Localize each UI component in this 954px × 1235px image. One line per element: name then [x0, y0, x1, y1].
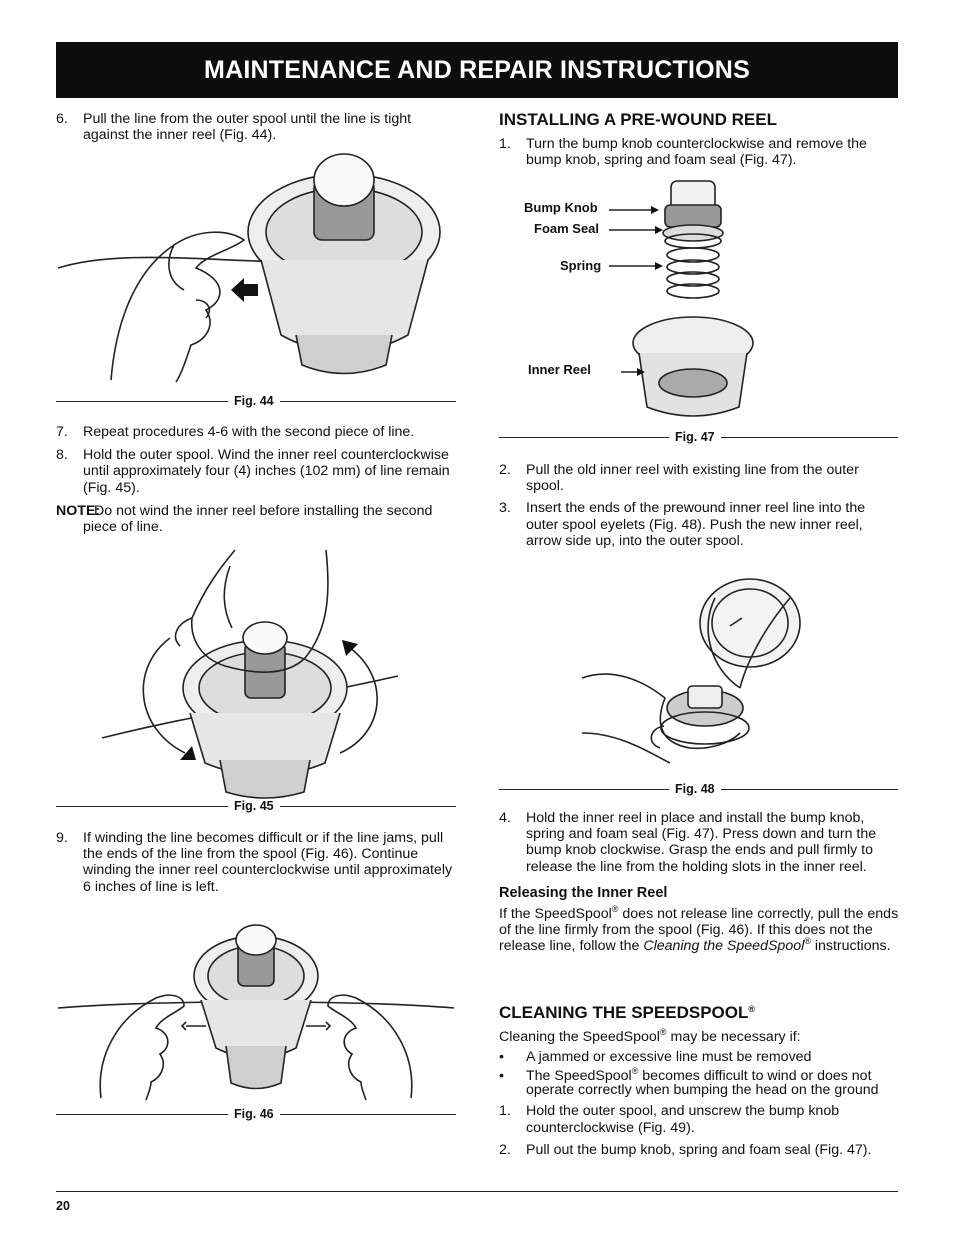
registered-mark: ® [659, 1027, 667, 1037]
label-foam-seal: Foam Seal [534, 221, 600, 236]
note-label: NOTE: [56, 502, 101, 519]
heading-install-prewound-reel: INSTALLING A PRE-WOUND REEL [499, 110, 777, 129]
step-text: Pull the line from the outer spool until… [83, 111, 412, 144]
step-text: Pull the old inner reel with existing li… [526, 462, 859, 495]
fig48-caption: Fig. 48 [669, 782, 721, 796]
heading-releasing-inner-reel: Releasing the Inner Reel [499, 884, 668, 901]
bullet-text-b: becomes difficult to wind or does not op… [526, 1068, 879, 1099]
fig46-caption: Fig. 46 [228, 1107, 280, 1121]
fig47-caption-rule: Fig. 47 [499, 430, 898, 444]
step-number: 4. [499, 810, 511, 826]
list-item: • A jammed or excessive line must be remo… [499, 1049, 899, 1065]
step-text: If winding the line becomes difficult or… [83, 830, 453, 895]
release-italic: Cleaning the SpeedSpool [643, 938, 805, 955]
step-number: 2. [499, 462, 511, 478]
label-spring: Spring [560, 258, 602, 273]
label-bump-knob: Bump Knob [524, 200, 598, 215]
release-text-3: instructions. [810, 938, 891, 955]
steps-2-3: 2. Pull the old inner reel with existing … [499, 462, 899, 549]
step-number: 3. [499, 500, 511, 517]
fig45-caption-rule: Fig. 45 [56, 799, 456, 813]
step-text: Hold the outer spool. Wind the inner ree… [83, 447, 450, 496]
fig48-caption-rule: Fig. 48 [499, 782, 898, 796]
bullet-dot: • [499, 1049, 504, 1066]
page-title: MAINTENANCE AND REPAIR INSTRUCTIONS [204, 56, 750, 84]
steps-7-8: 7. Repeat procedures 4-6 with the second … [56, 424, 456, 535]
fig45-caption: Fig. 45 [228, 799, 280, 813]
release-text-2: does not release line correctly, pull th… [499, 905, 899, 955]
fig44-caption-rule: Fig. 44 [56, 394, 456, 408]
registered-mark: ® [611, 903, 619, 914]
step-text: Hold the outer spool, and unscrew the bu… [526, 1103, 840, 1136]
step-9: 9. If winding the line becomes difficult … [56, 830, 456, 895]
fig48-illustration [581, 578, 801, 764]
clean-intro-b: may be necessary if: [666, 1029, 801, 1045]
step-number: 9. [56, 830, 68, 846]
cleaning-section: CLEANING THE SPEEDSPOOL® Cleaning the Sp… [499, 1003, 899, 1158]
release-paragraph: If the SpeedSpool® does not release line… [499, 903, 899, 955]
heading-clean-text: CLEANING THE SPEEDSPOOL [499, 1003, 749, 1022]
header-banner: MAINTENANCE AND REPAIR INSTRUCTIONS [56, 42, 898, 98]
step-6: 6. Pull the line from the outer spool unt… [56, 111, 456, 143]
fig46-illustration [57, 924, 455, 1101]
footer-rule [56, 1191, 898, 1192]
fig47-illustration [609, 180, 754, 417]
step-number: 1. [499, 136, 511, 152]
registered-mark: ® [631, 1066, 639, 1077]
heading-cleaning-speedspool: CLEANING THE SPEEDSPOOL® [499, 1003, 899, 1023]
bullet-text-a: The SpeedSpool [526, 1068, 632, 1085]
registered-mark: ® [748, 1004, 756, 1014]
step-number: 7. [56, 424, 68, 440]
step-text: Turn the bump knob counterclockwise and … [526, 136, 867, 169]
page-number: 20 [56, 1199, 70, 1213]
bullet-text: A jammed or excessive line must be remov… [526, 1049, 812, 1066]
step-text: Hold the inner reel in place and install… [526, 810, 877, 875]
note-text: Do not wind the inner reel before instal… [83, 502, 433, 536]
label-inner-reel: Inner Reel [528, 362, 591, 377]
step-number: 2. [499, 1141, 511, 1158]
step-number: 8. [56, 447, 68, 464]
fig47-caption: Fig. 47 [669, 430, 721, 444]
list-item: • The SpeedSpool® becomes difficult to wi… [499, 1066, 899, 1099]
clean-intro: Cleaning the SpeedSpool® may be necessar… [499, 1027, 899, 1046]
step-number: 1. [499, 1103, 511, 1120]
fig44-caption: Fig. 44 [228, 394, 280, 408]
step-4-and-release: 4. Hold the inner reel in place and insta… [499, 810, 899, 954]
fig44-illustration [57, 153, 441, 383]
fig46-caption-rule: Fig. 46 [56, 1107, 456, 1121]
fig45-illustration [101, 549, 399, 799]
step-text: Repeat procedures 4-6 with the second pi… [83, 424, 415, 440]
bullet-dot: • [499, 1068, 504, 1085]
step-text: Pull out the bump knob, spring and foam … [526, 1141, 872, 1158]
install-section: INSTALLING A PRE-WOUND REEL 1. Turn the b… [499, 110, 899, 168]
registered-mark: ® [804, 936, 811, 947]
step-text: Insert the ends of the prewound inner re… [526, 500, 866, 549]
release-text-1: If the SpeedSpool [499, 905, 612, 922]
step-number: 6. [56, 111, 68, 127]
clean-intro-a: Cleaning the SpeedSpool [499, 1029, 660, 1045]
